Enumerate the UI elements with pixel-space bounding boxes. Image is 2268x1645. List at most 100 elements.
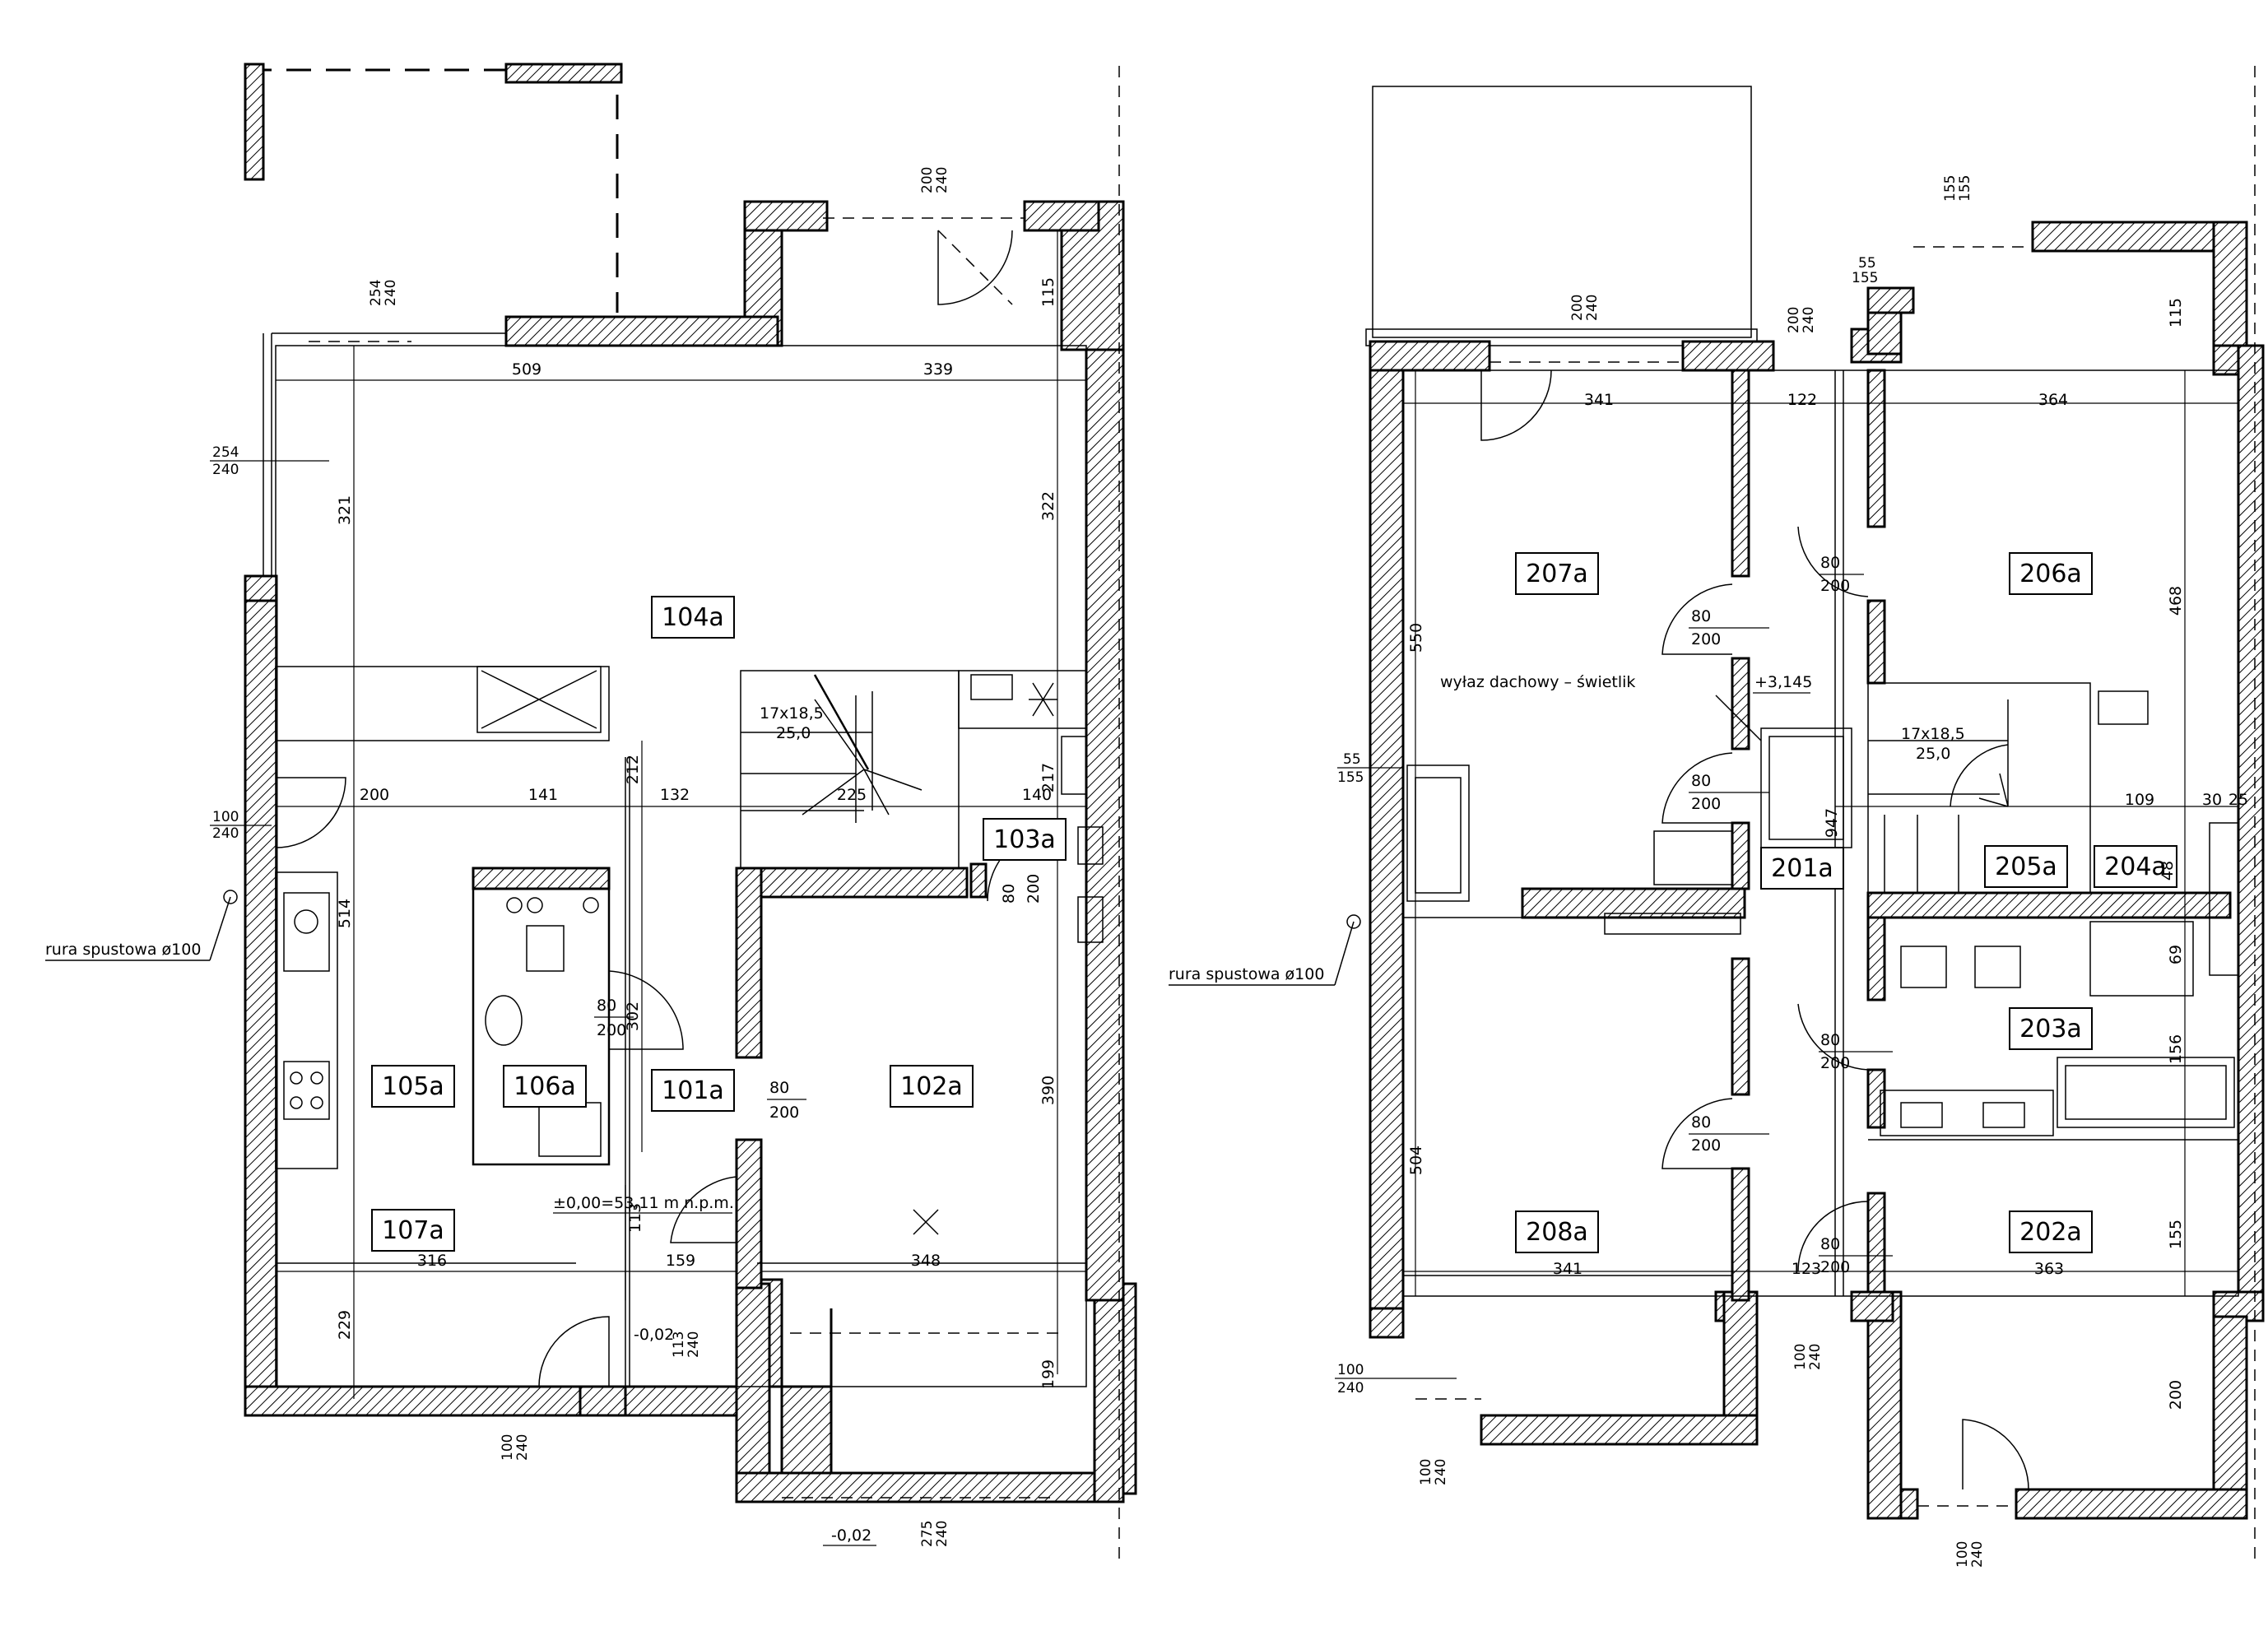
svg-text:155: 155: [2167, 1220, 2185, 1249]
svg-text:200: 200: [1569, 295, 1586, 321]
svg-text:80: 80: [1691, 607, 1711, 625]
svg-text:122: 122: [1787, 391, 1817, 409]
dim-pair-small-window: 55 155: [1852, 255, 1878, 286]
svg-text:113: 113: [626, 1203, 644, 1233]
svg-text:509: 509: [512, 360, 541, 379]
dim-pair-garage: 275 240: [919, 1521, 950, 1547]
svg-text:200: 200: [1691, 1136, 1721, 1155]
door-dim-bath: 80 200: [1689, 772, 1769, 813]
svg-text:205a: 205a: [1995, 853, 2057, 881]
svg-text:199: 199: [1039, 1359, 1057, 1389]
svg-text:159: 159: [666, 1252, 695, 1270]
room-203a: 203a: [2009, 1007, 2093, 1050]
svg-text:390: 390: [1039, 1076, 1057, 1105]
bathroom-106a-wall: [472, 867, 611, 890]
downpipe-ground-icon: [223, 890, 238, 904]
svg-text:80: 80: [1691, 1113, 1711, 1132]
svg-text:207a: 207a: [1526, 560, 1588, 588]
svg-text:106a: 106a: [514, 1072, 576, 1101]
svg-text:115: 115: [1039, 277, 1057, 307]
svg-text:100: 100: [1954, 1541, 1971, 1568]
svg-text:322: 322: [1039, 491, 1057, 521]
svg-text:208a: 208a: [1526, 1218, 1588, 1247]
svg-text:25,0: 25,0: [776, 724, 811, 742]
svg-text:155: 155: [1337, 769, 1364, 786]
dim-pair-window-208a-left: 100 240: [1335, 1362, 1457, 1396]
room-106a: 106a: [503, 1065, 587, 1108]
svg-text:100: 100: [500, 1434, 516, 1461]
svg-text:104a: 104a: [662, 603, 724, 632]
svg-text:200: 200: [1025, 874, 1043, 904]
svg-text:240: 240: [1807, 1344, 1824, 1370]
carport-beam: [504, 63, 623, 84]
svg-text:339: 339: [923, 360, 953, 379]
room-102a: 102a: [890, 1065, 974, 1108]
carport-pillar: [244, 63, 265, 181]
svg-text:105a: 105a: [382, 1072, 444, 1101]
svg-text:100: 100: [1418, 1459, 1434, 1485]
svg-text:80: 80: [1820, 1031, 1840, 1049]
svg-text:123: 123: [1792, 1260, 1821, 1278]
dim-pair-window-206a: 155 155: [1942, 175, 1973, 202]
svg-text:302: 302: [624, 1001, 642, 1031]
svg-text:100: 100: [212, 809, 239, 825]
svg-text:341: 341: [1584, 391, 1614, 409]
room-105a: 105a: [371, 1065, 455, 1108]
skylight-level: +3,145: [1754, 673, 1812, 691]
svg-text:240: 240: [1584, 295, 1601, 321]
svg-text:55: 55: [1858, 255, 1876, 272]
manifold: [1604, 913, 1741, 935]
svg-text:254: 254: [368, 280, 384, 306]
door-dim-206a: 80 200: [1819, 554, 1864, 595]
dim-pair-window-left-2: 100 240: [210, 809, 272, 842]
svg-text:30: 30: [2202, 791, 2222, 809]
room-206a: 206a: [2009, 552, 2093, 595]
svg-text:101a: 101a: [662, 1076, 724, 1105]
svg-text:514: 514: [336, 899, 354, 928]
svg-text:200: 200: [1820, 1258, 1850, 1276]
door-dim-208a: 80 200: [1689, 1113, 1769, 1155]
svg-text:80: 80: [1691, 772, 1711, 790]
bathroom-106a-outline: [472, 867, 611, 1166]
room-208a: 208a: [1515, 1211, 1599, 1253]
svg-text:48: 48: [2159, 861, 2177, 881]
svg-text:240: 240: [1433, 1459, 1449, 1485]
svg-text:17x18,5: 17x18,5: [760, 704, 824, 723]
room-103a: 103a: [983, 818, 1067, 861]
svg-text:17x18,5: 17x18,5: [1901, 725, 1965, 743]
upper-floor-stairs: [1867, 682, 2091, 894]
svg-text:363: 363: [2034, 1260, 2064, 1278]
dim-pair-window-left: 254 240: [210, 444, 329, 478]
svg-text:240: 240: [1801, 307, 1817, 333]
upper-floor-plan: 207a 206a 201a 205a 204a 203a 208a 202a: [1169, 66, 2265, 1568]
svg-text:321: 321: [336, 495, 354, 525]
svg-text:80: 80: [1000, 884, 1018, 904]
svg-text:229: 229: [336, 1310, 354, 1340]
svg-text:200: 200: [2167, 1380, 2185, 1410]
dim-pair-hall-window: 100 240: [1792, 1344, 1824, 1370]
svg-text:204a: 204a: [2104, 853, 2167, 881]
door-dim-106a: 80 200: [594, 997, 634, 1039]
svg-text:468: 468: [2167, 586, 2185, 616]
room-104a: 104a: [651, 596, 735, 639]
svg-text:140: 140: [1022, 786, 1052, 804]
svg-text:109: 109: [2125, 791, 2154, 809]
svg-text:202a: 202a: [2019, 1218, 2082, 1247]
room-107a: 107a: [371, 1209, 455, 1252]
svg-text:25,0: 25,0: [1916, 745, 1950, 763]
svg-text:240: 240: [934, 1521, 950, 1547]
svg-text:155: 155: [1957, 175, 1973, 202]
level-main: ±0,00=53,11 m n.p.m.: [553, 1194, 734, 1212]
svg-text:240: 240: [383, 280, 399, 306]
level-step: -0,02: [634, 1326, 674, 1344]
svg-text:115: 115: [2167, 298, 2185, 328]
svg-text:240: 240: [686, 1331, 702, 1358]
svg-text:201a: 201a: [1771, 854, 1833, 883]
svg-text:206a: 206a: [2019, 560, 2082, 588]
svg-text:55: 55: [1343, 751, 1361, 768]
svg-text:947: 947: [1823, 808, 1841, 838]
ground-floor-plan: 104a 105a 106a 101a 102a 103a 107a 80: [45, 63, 1137, 1564]
dim-pair-window-208a-bottom: 100 240: [1418, 1459, 1449, 1485]
room-101a: 101a: [651, 1069, 735, 1112]
